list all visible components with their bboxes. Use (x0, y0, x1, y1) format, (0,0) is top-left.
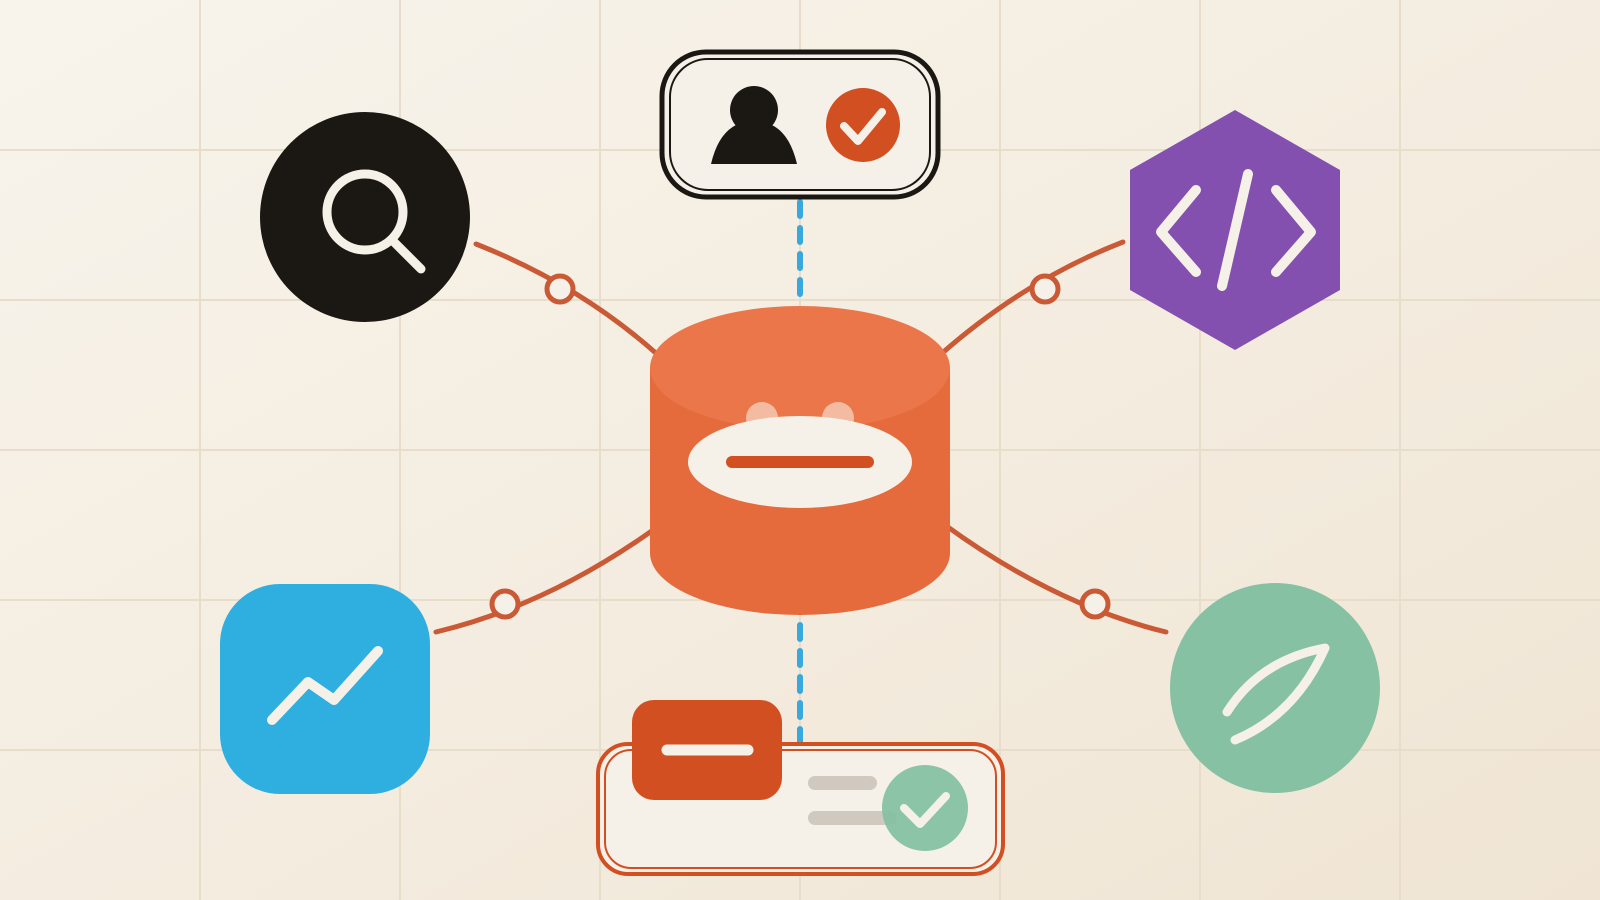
central-database[interactable] (650, 306, 950, 615)
approval-card[interactable] (596, 700, 1005, 876)
connector-eco (942, 522, 1169, 635)
analytics-node[interactable] (220, 584, 430, 794)
user-card-inner (669, 58, 931, 191)
person-icon (711, 86, 797, 164)
approval-check-badge-icon (882, 765, 968, 851)
code-node[interactable] (1130, 110, 1340, 350)
connector-analytics (433, 522, 663, 635)
database-top (650, 306, 950, 430)
check-badge-icon (826, 88, 900, 162)
trend-line-icon (267, 646, 383, 725)
joint-search (544, 273, 576, 305)
eco-node-bg (1170, 583, 1380, 793)
joint-analytics (489, 588, 521, 620)
code-brackets-icon (1156, 169, 1316, 291)
approval-card-inner (604, 749, 997, 869)
magnifier-icon (322, 169, 426, 274)
user-verified-card[interactable] (659, 49, 941, 200)
eco-node[interactable] (1170, 583, 1380, 793)
search-node-bg (260, 112, 470, 322)
joint-code (1029, 273, 1061, 305)
search-node[interactable] (260, 112, 470, 322)
connector-joints (489, 273, 1111, 620)
joint-eco (1079, 588, 1111, 620)
connector-code (937, 239, 1126, 358)
leaf-icon (1222, 643, 1330, 745)
